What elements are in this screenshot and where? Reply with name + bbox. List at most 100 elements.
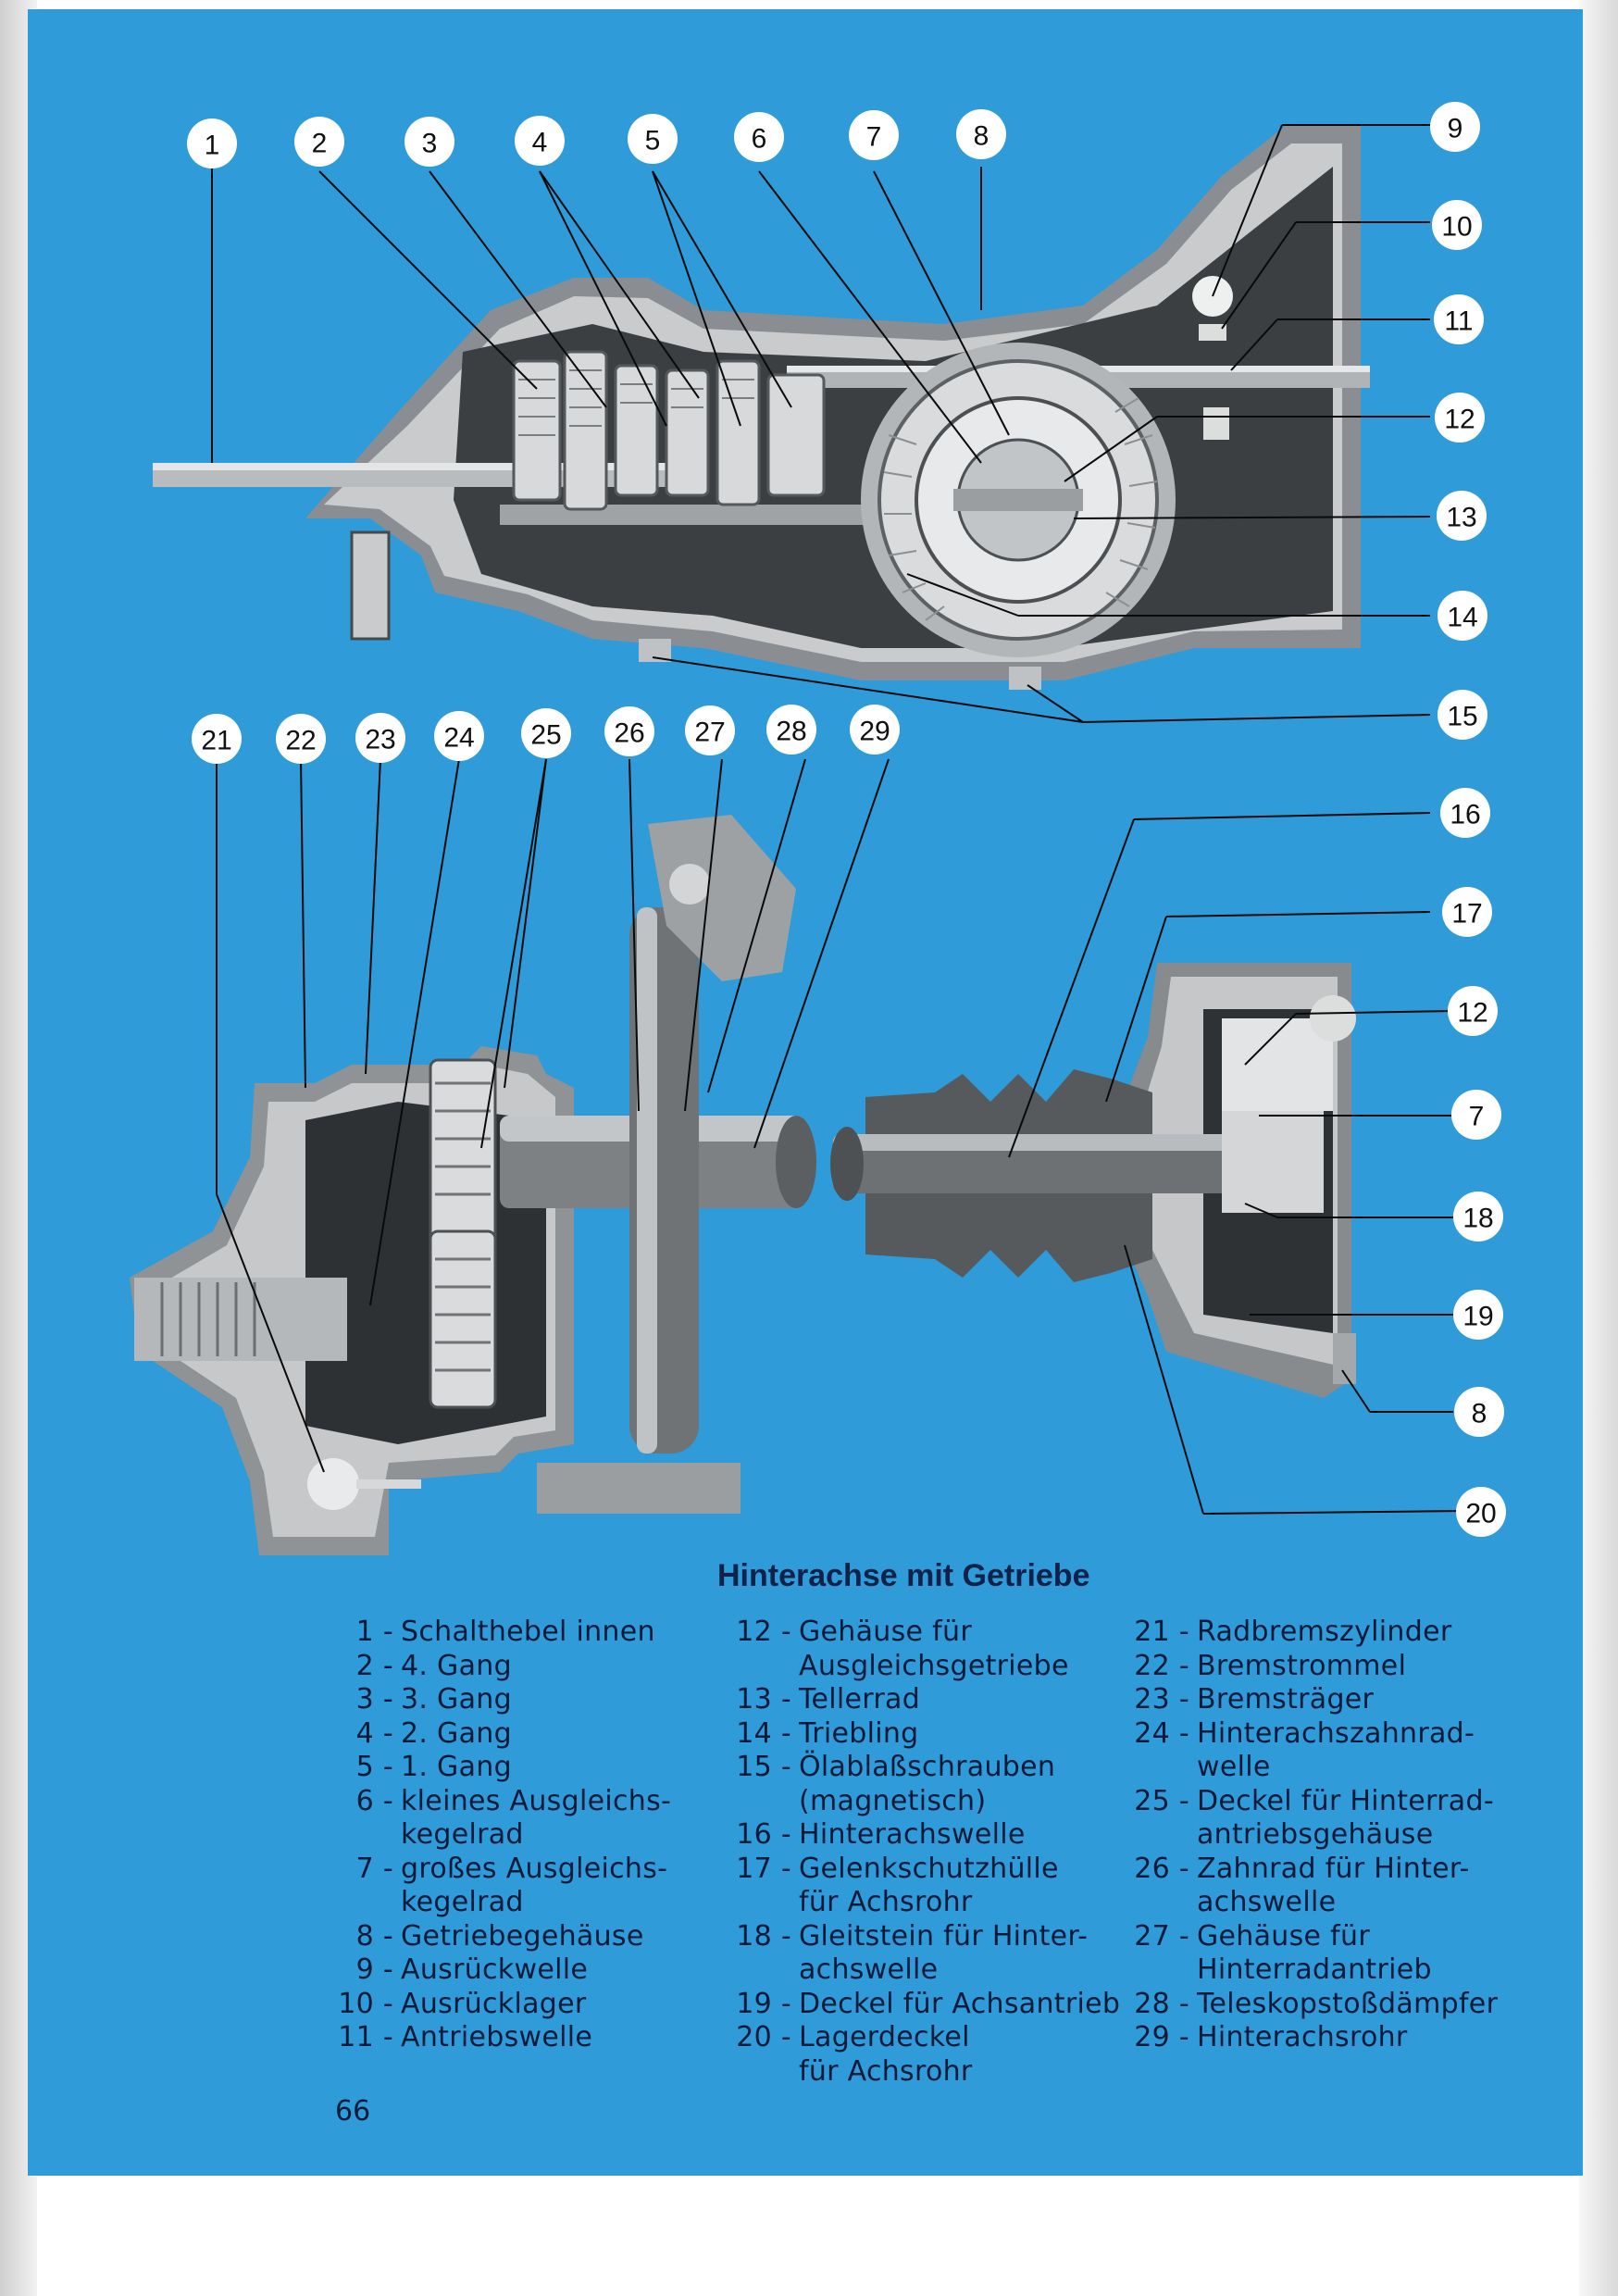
legend-item-number: 9 - bbox=[355, 1953, 393, 1986]
legend-item-number bbox=[329, 1818, 401, 1853]
legend-item-text: Ausrücklager bbox=[401, 1987, 587, 2020]
legend-item: Hinterradantrieb bbox=[1115, 1953, 1498, 1988]
svg-text:20: 20 bbox=[1465, 1499, 1496, 1529]
callout-17: 17 bbox=[1442, 887, 1492, 937]
legend-item-number: 18 - bbox=[736, 1919, 791, 1953]
legend-item-text: kegelrad bbox=[401, 1818, 524, 1851]
legend-item: für Achsrohr bbox=[717, 1886, 1120, 1920]
legend-item-number bbox=[1115, 1751, 1197, 1785]
legend-item: 13 -Tellerrad bbox=[717, 1683, 1120, 1717]
callout-2: 2 bbox=[294, 117, 344, 167]
legend-item-text: Gehäuse für bbox=[1197, 1919, 1370, 1953]
svg-text:8: 8 bbox=[1472, 1399, 1487, 1429]
legend-item-text: 1. Gang bbox=[401, 1751, 512, 1783]
legend-item-number: 19 - bbox=[736, 1987, 791, 2020]
svg-text:14: 14 bbox=[1447, 603, 1477, 633]
callout-25: 25 bbox=[521, 708, 571, 758]
svg-text:26: 26 bbox=[614, 718, 644, 749]
legend-item-number bbox=[717, 1785, 799, 1819]
legend-item-number: 11 - bbox=[338, 2021, 393, 2053]
svg-text:6: 6 bbox=[752, 124, 767, 155]
gearbox-illustration bbox=[153, 125, 1370, 690]
legend-item: 23 -Bremsträger bbox=[1115, 1683, 1498, 1717]
legend-item: 2 -4. Gang bbox=[329, 1650, 671, 1684]
legend-item-number: 22 - bbox=[1134, 1649, 1189, 1682]
legend-item: 20 -Lagerdeckel bbox=[717, 2021, 1120, 2055]
diagram-title: Hinterachse mit Getriebe bbox=[717, 1558, 1090, 1593]
legend-item-number bbox=[1115, 1953, 1197, 1988]
legend-item: 3 -3. Gang bbox=[329, 1683, 671, 1717]
legend-item: 7 -großes Ausgleichs- bbox=[329, 1853, 671, 1887]
legend-item-text: Deckel für Achsantrieb bbox=[799, 1987, 1121, 2020]
legend-item-number: 29 - bbox=[1134, 2021, 1189, 2053]
legend-item: 14 -Triebling bbox=[717, 1717, 1120, 1752]
legend-item-text: (magnetisch) bbox=[799, 1784, 987, 1817]
legend-item-number: 3 - bbox=[355, 1683, 393, 1716]
svg-text:23: 23 bbox=[365, 725, 395, 755]
legend-item-number: 6 - bbox=[355, 1784, 393, 1817]
legend-item-text: für Achsrohr bbox=[799, 1886, 973, 1918]
legend-item-text: achswelle bbox=[1197, 1886, 1337, 1918]
legend-item: antriebsgehäuse bbox=[1115, 1818, 1498, 1853]
svg-text:9: 9 bbox=[1448, 114, 1463, 144]
callout-13: 13 bbox=[1437, 491, 1487, 541]
legend-item-text: Gelenkschutzhülle bbox=[799, 1852, 1059, 1885]
svg-text:7: 7 bbox=[1469, 1102, 1485, 1132]
legend-item-text: Tellerrad bbox=[799, 1683, 921, 1716]
legend-item: 8 -Getriebegehäuse bbox=[329, 1920, 671, 1954]
legend-item-number: 16 - bbox=[736, 1818, 791, 1851]
legend-item-number: 14 - bbox=[736, 1716, 791, 1750]
legend-item-text: Gehäuse für bbox=[799, 1616, 972, 1648]
legend-item: für Achsrohr bbox=[717, 2055, 1120, 2090]
callout-1: 1 bbox=[187, 119, 237, 168]
legend-item-text: Hinterachszahnrad- bbox=[1197, 1716, 1475, 1750]
legend-item-text: Hinterachswelle bbox=[799, 1818, 1026, 1851]
callout-20: 20 bbox=[1456, 1487, 1506, 1537]
legend-item-text: Lagerdeckel bbox=[799, 2021, 970, 2053]
svg-text:27: 27 bbox=[694, 718, 725, 748]
legend-item-text: Hinterradantrieb bbox=[1197, 1953, 1432, 1986]
legend-item-number: 10 - bbox=[338, 1987, 393, 2020]
legend-item-number: 17 - bbox=[736, 1852, 791, 1885]
legend-item-number: 8 - bbox=[355, 1919, 393, 1953]
legend-item-text: Teleskopstoßdämpfer bbox=[1197, 1987, 1499, 2020]
legend-item-number: 20 - bbox=[736, 2021, 791, 2053]
legend-item-text: welle bbox=[1197, 1751, 1271, 1783]
svg-text:10: 10 bbox=[1441, 212, 1472, 243]
legend-item: 21 -Radbremszylinder bbox=[1115, 1616, 1498, 1650]
legend-item-number bbox=[717, 1886, 799, 1920]
legend-item: 9 -Ausrückwelle bbox=[329, 1953, 671, 1988]
legend-item-text: achswelle bbox=[799, 1953, 939, 1986]
svg-text:18: 18 bbox=[1462, 1204, 1493, 1234]
legend-item: kegelrad bbox=[329, 1818, 671, 1853]
callout-27: 27 bbox=[685, 705, 735, 755]
legend-item: achswelle bbox=[1115, 1886, 1498, 1920]
legend-item-number: 25 - bbox=[1134, 1784, 1189, 1817]
legend-item-text: Bremstrommel bbox=[1197, 1649, 1407, 1682]
legend-item: 25 -Deckel für Hinterrad- bbox=[1115, 1785, 1498, 1819]
svg-text:5: 5 bbox=[645, 126, 661, 156]
svg-text:25: 25 bbox=[530, 720, 561, 751]
legend-item-text: kegelrad bbox=[401, 1886, 524, 1918]
svg-text:4: 4 bbox=[532, 128, 548, 158]
svg-text:12: 12 bbox=[1444, 405, 1475, 435]
legend-item-number: 1 - bbox=[355, 1616, 393, 1648]
callout-6: 6 bbox=[734, 112, 784, 162]
legend-item-text: für Achsrohr bbox=[799, 2054, 973, 2088]
legend-item: 26 -Zahnrad für Hinter- bbox=[1115, 1853, 1498, 1887]
legend-item: 17 -Gelenkschutzhülle bbox=[717, 1853, 1120, 1887]
callout-10: 10 bbox=[1432, 200, 1482, 250]
callout-12: 12 bbox=[1435, 393, 1485, 443]
page-number: 66 bbox=[335, 2095, 371, 2128]
legend-item-number: 15 - bbox=[736, 1751, 791, 1783]
legend-item-number bbox=[717, 2055, 799, 2090]
callout-24: 24 bbox=[434, 711, 484, 761]
svg-text:19: 19 bbox=[1462, 1302, 1493, 1332]
callout-28: 28 bbox=[766, 705, 816, 755]
legend-item-text: kleines Ausgleichs- bbox=[401, 1784, 672, 1817]
legend-item-number: 26 - bbox=[1134, 1852, 1189, 1885]
legend-item-number: 27 - bbox=[1134, 1919, 1189, 1953]
svg-text:3: 3 bbox=[422, 129, 438, 159]
